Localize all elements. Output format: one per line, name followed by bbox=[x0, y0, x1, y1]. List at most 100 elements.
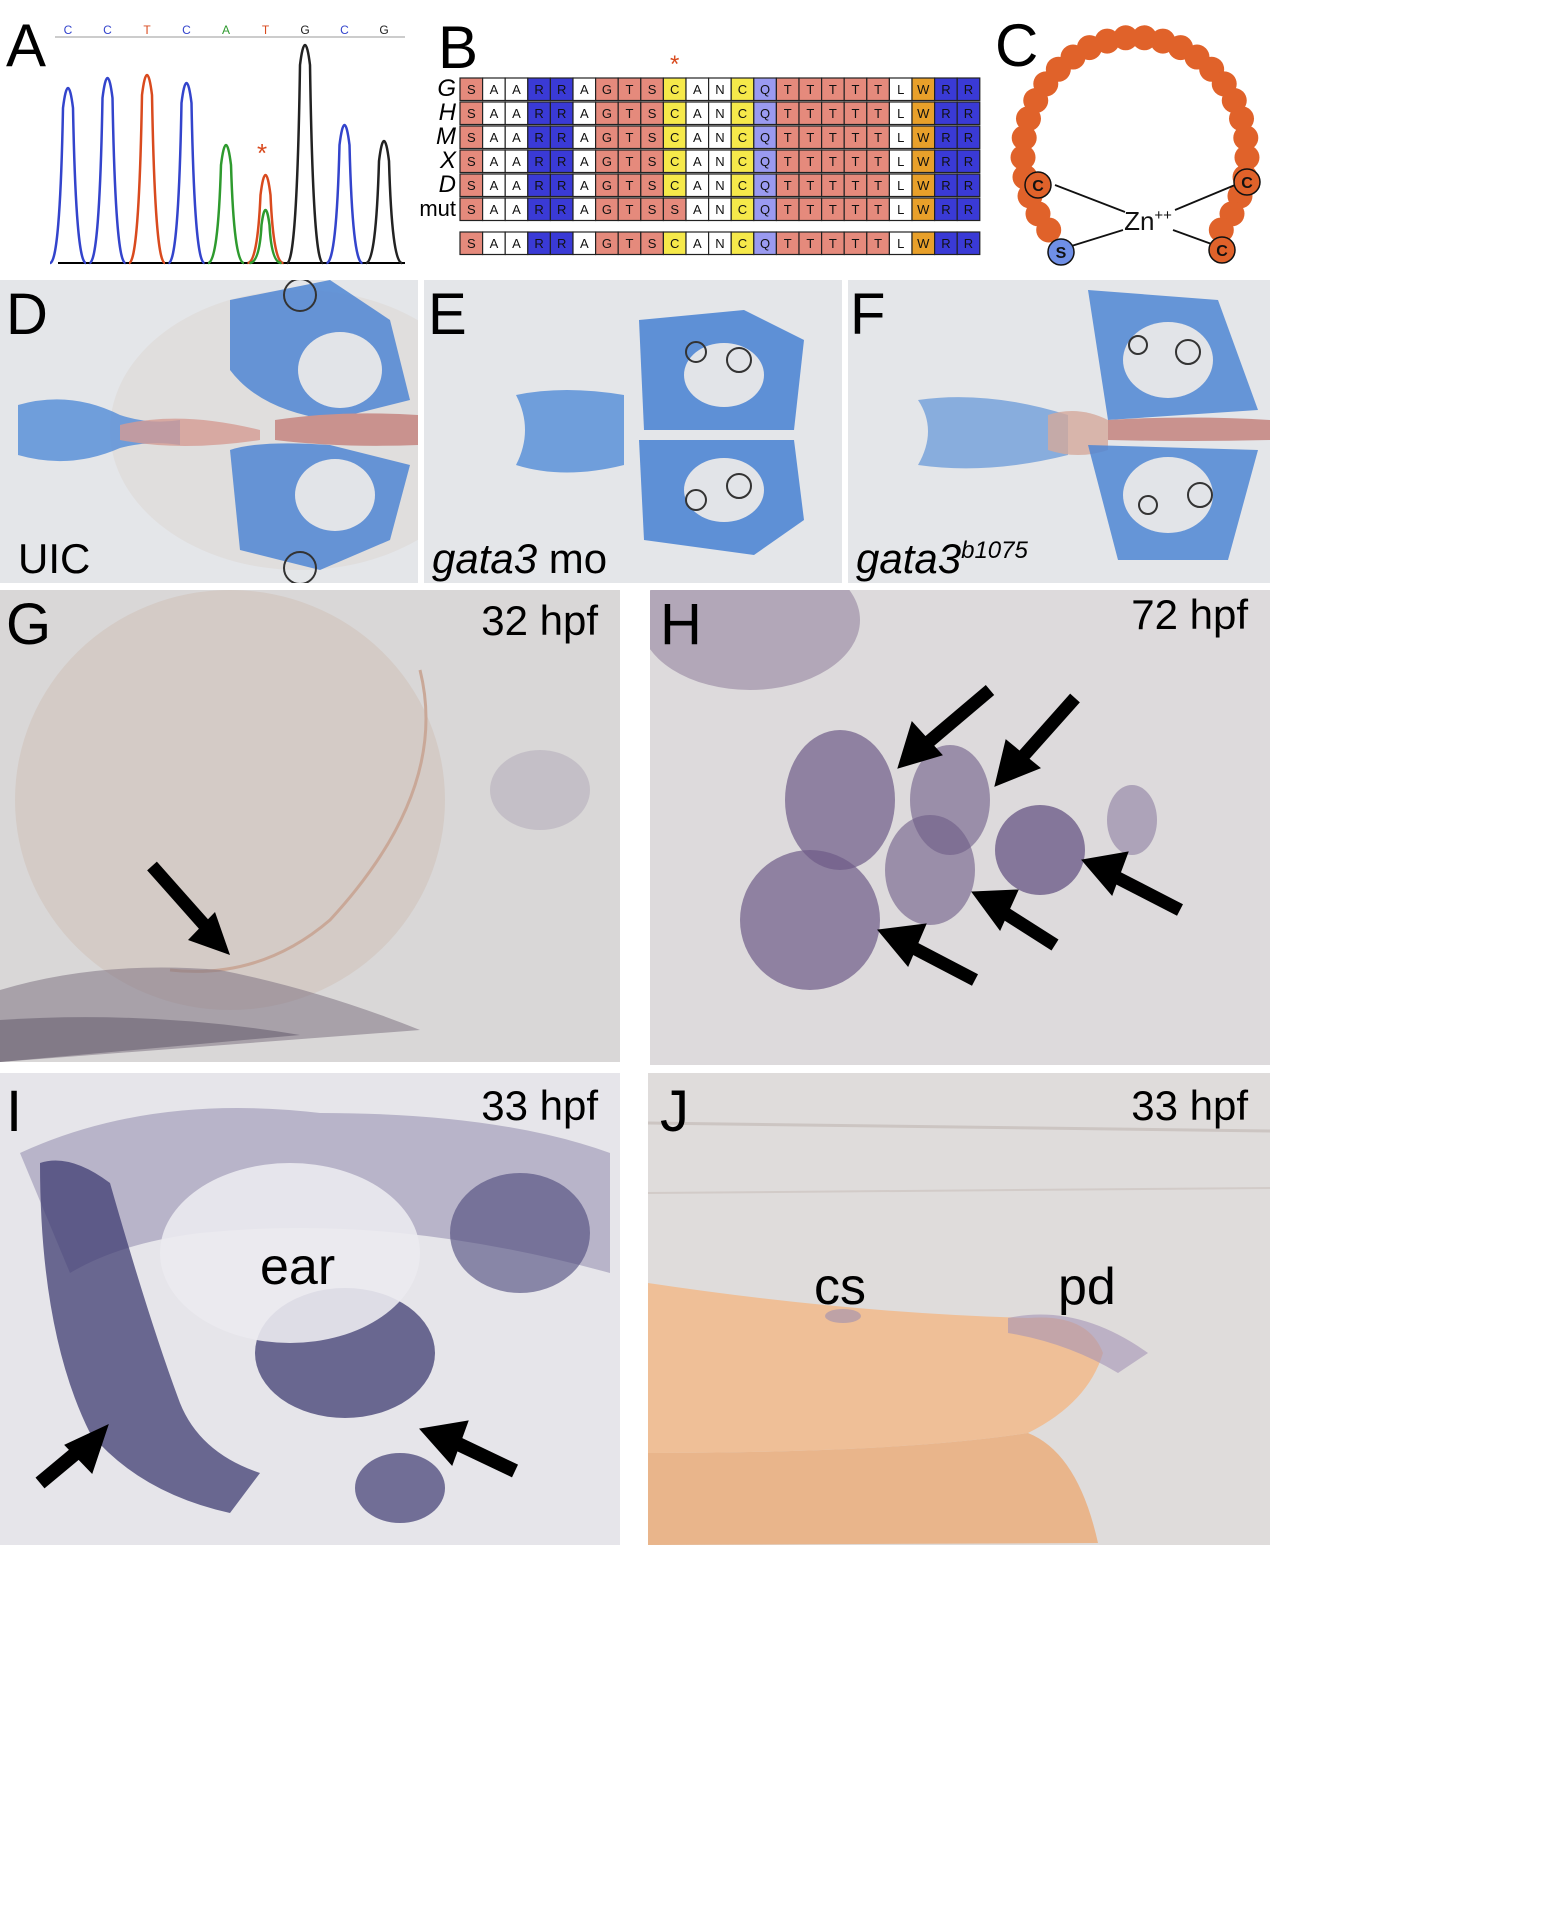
panel-letter-b: B bbox=[438, 14, 479, 81]
residue-letter: R bbox=[964, 154, 973, 169]
residue-letter: Q bbox=[760, 82, 770, 97]
residue-letter: R bbox=[964, 106, 973, 121]
residue-letter: G bbox=[602, 178, 612, 193]
residue-letter: S bbox=[467, 106, 476, 121]
residue-letter: N bbox=[715, 154, 724, 169]
residue-letter: Q bbox=[760, 154, 770, 169]
panel-j-in-situ-cs-pd: J 33 hpf cs pd bbox=[648, 1073, 1270, 1545]
label-mo: mo bbox=[537, 535, 608, 582]
residue-letter: S bbox=[648, 82, 657, 97]
residue-letter: N bbox=[715, 130, 724, 145]
residue-letter: C bbox=[738, 130, 747, 145]
residue-letter: A bbox=[512, 106, 521, 121]
residue-letter: T bbox=[626, 236, 634, 251]
panel-letter-a: A bbox=[6, 12, 47, 79]
trace-peak bbox=[365, 139, 403, 265]
alignment-row-label: D bbox=[439, 171, 456, 198]
panel-h-in-situ-72hpf: H 72 hpf bbox=[650, 590, 1270, 1065]
residue-letter: R bbox=[557, 154, 566, 169]
residue-letter: N bbox=[715, 178, 724, 193]
coordinating-residue bbox=[1047, 238, 1075, 266]
residue-cell bbox=[956, 231, 981, 256]
panel-letter-c: C bbox=[995, 12, 1039, 79]
residue-letter: C bbox=[738, 178, 747, 193]
residue-letter: C bbox=[738, 106, 747, 121]
residue-letter: T bbox=[829, 154, 837, 169]
residue-bead bbox=[1233, 125, 1259, 151]
residue-letter: A bbox=[512, 154, 521, 169]
in-situ-image bbox=[648, 1073, 1270, 1545]
coordinating-residue-label: C bbox=[1032, 178, 1044, 195]
in-situ-image bbox=[0, 590, 620, 1062]
residue-letter: Q bbox=[760, 106, 770, 121]
residue-letter: A bbox=[490, 202, 499, 217]
residue-letter: T bbox=[874, 236, 882, 251]
residue-letter: R bbox=[941, 130, 950, 145]
residue-letter: C bbox=[738, 202, 747, 217]
time-label-33hpf: 33 hpf bbox=[1131, 1082, 1248, 1129]
label-pd: pd bbox=[1058, 1258, 1116, 1316]
residue-letter: A bbox=[580, 106, 589, 121]
residue-letter: T bbox=[784, 82, 792, 97]
coordinating-residue bbox=[1024, 171, 1052, 199]
residue-letter: A bbox=[693, 178, 702, 193]
residue-letter: T bbox=[784, 106, 792, 121]
residue-letter: N bbox=[715, 106, 724, 121]
residue-letter: N bbox=[715, 236, 724, 251]
residue-letter: T bbox=[784, 154, 792, 169]
residue-letter: S bbox=[467, 154, 476, 169]
arrow-icons bbox=[877, 685, 1183, 986]
coordinating-residue bbox=[1208, 236, 1236, 264]
residue-letter: T bbox=[829, 82, 837, 97]
cartilage-stain-image bbox=[424, 280, 842, 583]
residue-letter: R bbox=[941, 106, 950, 121]
residue-letter: G bbox=[602, 154, 612, 169]
residue-bead bbox=[1208, 217, 1234, 243]
residue-letter: W bbox=[917, 178, 930, 193]
residue-cell bbox=[956, 77, 981, 102]
residue-letter: T bbox=[626, 178, 634, 193]
residue-letter: R bbox=[941, 82, 950, 97]
residue-letter: S bbox=[648, 178, 657, 193]
residue-letter: T bbox=[806, 178, 814, 193]
trace-secondary-peak bbox=[249, 208, 282, 265]
trace-peak bbox=[49, 86, 87, 265]
residue-letter: R bbox=[557, 130, 566, 145]
residue-letter: A bbox=[580, 154, 589, 169]
residue-letter: T bbox=[852, 178, 860, 193]
residue-letter: R bbox=[534, 178, 543, 193]
panel-letter-h: H bbox=[660, 592, 702, 657]
coordinating-residue-label: S bbox=[1056, 245, 1067, 262]
residue-letter: A bbox=[490, 154, 499, 169]
residue-letter: S bbox=[467, 202, 476, 217]
residue-letter: T bbox=[626, 130, 634, 145]
residue-letter: T bbox=[829, 178, 837, 193]
residue-letter: T bbox=[626, 82, 634, 97]
residue-letter: G bbox=[602, 236, 612, 251]
residue-letter: R bbox=[534, 82, 543, 97]
panel-i-in-situ-ear: I 33 hpf ear bbox=[0, 1073, 620, 1545]
residue-letter: T bbox=[626, 202, 634, 217]
residue-letter: R bbox=[534, 130, 543, 145]
alignment-mutation-marker: * bbox=[670, 51, 679, 78]
residue-letter: R bbox=[534, 154, 543, 169]
panel-letter-j: J bbox=[660, 1079, 689, 1144]
residue-letter: L bbox=[897, 82, 904, 97]
mutation-marker: * bbox=[257, 138, 267, 168]
residue-letter: A bbox=[693, 202, 702, 217]
residue-letter: R bbox=[534, 202, 543, 217]
trace-peak bbox=[128, 73, 166, 265]
residue-letter: A bbox=[512, 130, 521, 145]
residue-letter: L bbox=[897, 154, 904, 169]
residue-letter: S bbox=[648, 106, 657, 121]
zinc-ion-label: Zn++ bbox=[1124, 206, 1172, 236]
residue-letter: T bbox=[852, 130, 860, 145]
residue-letter: T bbox=[806, 154, 814, 169]
alignment-row-label: M bbox=[436, 123, 456, 150]
residue-letter: R bbox=[964, 130, 973, 145]
residue-letter: T bbox=[852, 154, 860, 169]
residue-letter: T bbox=[874, 154, 882, 169]
residue-letter: C bbox=[670, 236, 679, 251]
